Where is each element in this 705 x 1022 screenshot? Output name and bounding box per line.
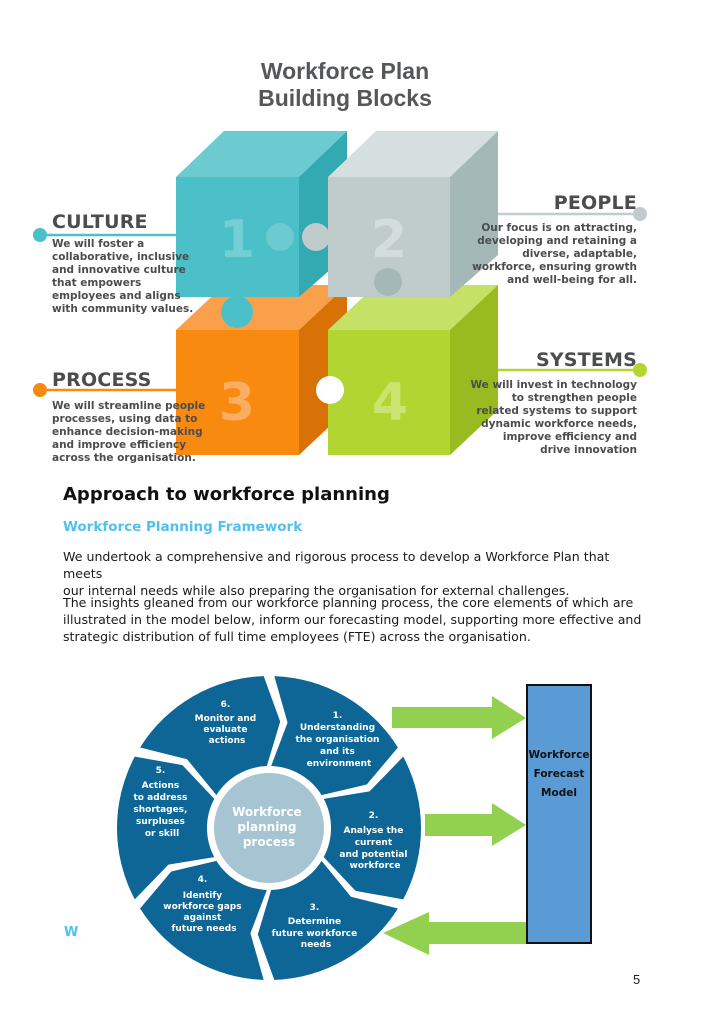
process-line: We will streamline people [52, 400, 206, 412]
cycle-segment-5 [116, 756, 215, 900]
systems-connector-dot [633, 363, 647, 377]
process-description: We will streamline people processes, usi… [52, 400, 205, 465]
systems-line: drive innovation [540, 444, 637, 456]
cycle-segment-4 [140, 860, 267, 980]
building-blocks-graphic: 3 4 1 2 [33, 131, 647, 455]
process-connector-dot [33, 383, 47, 397]
people-connector-dot [633, 207, 647, 221]
forecast-model-line: Forecast [533, 768, 585, 780]
paragraph-line: strategic distribution of full time empl… [63, 629, 531, 644]
planning-cycle-diagram: Workforce planning process 1. Understand… [116, 676, 526, 980]
building-blocks-title-line2: Building Blocks [258, 85, 432, 111]
cycle-step-2: 2. Analyse the current and potential wor… [339, 811, 410, 871]
people-heading: PEOPLE [553, 192, 637, 214]
paragraph-line: illustrated in the model below, inform o… [63, 612, 642, 627]
systems-heading: SYSTEMS [535, 349, 637, 371]
building-blocks-title: Workforce Plan Building Blocks [230, 58, 460, 112]
systems-line: to strengthen people [511, 392, 637, 404]
cycle-segment-3 [257, 860, 398, 980]
systems-description: We will invest in technology to strength… [470, 379, 637, 457]
forecast-model-line: Workforce [528, 749, 590, 761]
people-line: developing and retaining a [477, 235, 637, 247]
systems-line: related systems to support [476, 405, 637, 417]
cycle-segment-1 [271, 676, 398, 796]
culture-line: and innovative culture [52, 264, 186, 276]
cycle-step-1: 1. Understanding the organisation and it… [295, 711, 382, 769]
forecast-model-box: Workforce Forecast Model [526, 684, 592, 944]
arrow-from-forecast [383, 912, 526, 955]
page-number: 5 [633, 972, 641, 987]
process-line: and improve efficiency [52, 439, 187, 451]
people-block: PEOPLE Our focus is on attracting, devel… [472, 192, 637, 287]
people-line: and well-being for all. [507, 274, 637, 286]
people-line: workforce, ensuring growth [472, 261, 637, 273]
culture-line: that empowers [52, 277, 142, 289]
cube-number-1: 1 [219, 210, 255, 270]
process-line: enhance decision-making [52, 426, 203, 438]
arrow-to-forecast-top [392, 696, 526, 739]
process-block: PROCESS We will streamline people proces… [52, 369, 205, 465]
process-line: across the organisation. [52, 452, 196, 464]
cycle-step-3: 3. Determine future workforce needs [272, 903, 361, 950]
cycle-step-6: 6. Monitor and evaluate actions [195, 700, 260, 746]
process-line: processes, using data to [52, 413, 198, 425]
people-line: diverse, adaptable, [522, 248, 637, 260]
culture-block: CULTURE We will foster a collaborative, … [52, 211, 193, 316]
cycle-step-5: 5. Actions to address shortages, surplus… [133, 766, 190, 839]
systems-line: improve efficiency and [502, 431, 637, 443]
culture-line: with community values. [52, 303, 194, 315]
systems-block: SYSTEMS We will invest in technology to … [470, 349, 637, 457]
cube-process: 3 [176, 285, 347, 455]
cycle-center-line: planning [237, 820, 296, 834]
process-heading: PROCESS [52, 369, 152, 391]
culture-line: employees and aligns [52, 290, 181, 302]
cycle-segment-6 [140, 676, 281, 796]
cycle-center-line: process [243, 835, 295, 849]
cube-people: 2 [302, 131, 498, 297]
cycle-center-circle [214, 773, 324, 883]
cycle-center-line: Workforce [232, 805, 302, 819]
forecast-model-label: Workforce Forecast Model [528, 746, 590, 803]
paragraph-line: The insights gleaned from our workforce … [63, 595, 634, 610]
paragraph-2: The insights gleaned from our workforce … [63, 594, 643, 645]
paragraph-line: We undertook a comprehensive and rigorou… [63, 549, 610, 581]
paragraph-line: our internal needs while also preparing … [63, 583, 570, 598]
truncated-heading-stub: W [64, 925, 79, 940]
paragraph-1: We undertook a comprehensive and rigorou… [63, 548, 643, 599]
culture-line: We will foster a [52, 238, 145, 250]
culture-line: collaborative, inclusive [52, 251, 190, 263]
cube-number-2: 2 [371, 210, 407, 270]
culture-heading: CULTURE [52, 211, 148, 233]
section-heading: Approach to workforce planning [63, 484, 390, 505]
systems-line: dynamic workforce needs, [481, 418, 637, 430]
building-blocks-title-line1: Workforce Plan [260, 58, 430, 84]
cycle-center-label: Workforce planning process [232, 805, 306, 849]
cube-number-4: 4 [372, 373, 408, 433]
section-subheading: Workforce Planning Framework [63, 519, 303, 535]
arrow-to-forecast-middle [425, 803, 526, 846]
cycle-step-4: 4. Identify workforce gaps against futur… [163, 875, 245, 934]
forecast-model-line: Model [541, 787, 577, 799]
people-line: Our focus is on attracting, [481, 222, 637, 234]
cube-number-3: 3 [219, 373, 255, 433]
cycle-segment-2 [323, 756, 421, 900]
systems-line: We will invest in technology [470, 379, 637, 391]
culture-connector-dot [33, 228, 47, 242]
people-description: Our focus is on attracting, developing a… [472, 222, 637, 287]
culture-description: We will foster a collaborative, inclusiv… [52, 238, 193, 316]
